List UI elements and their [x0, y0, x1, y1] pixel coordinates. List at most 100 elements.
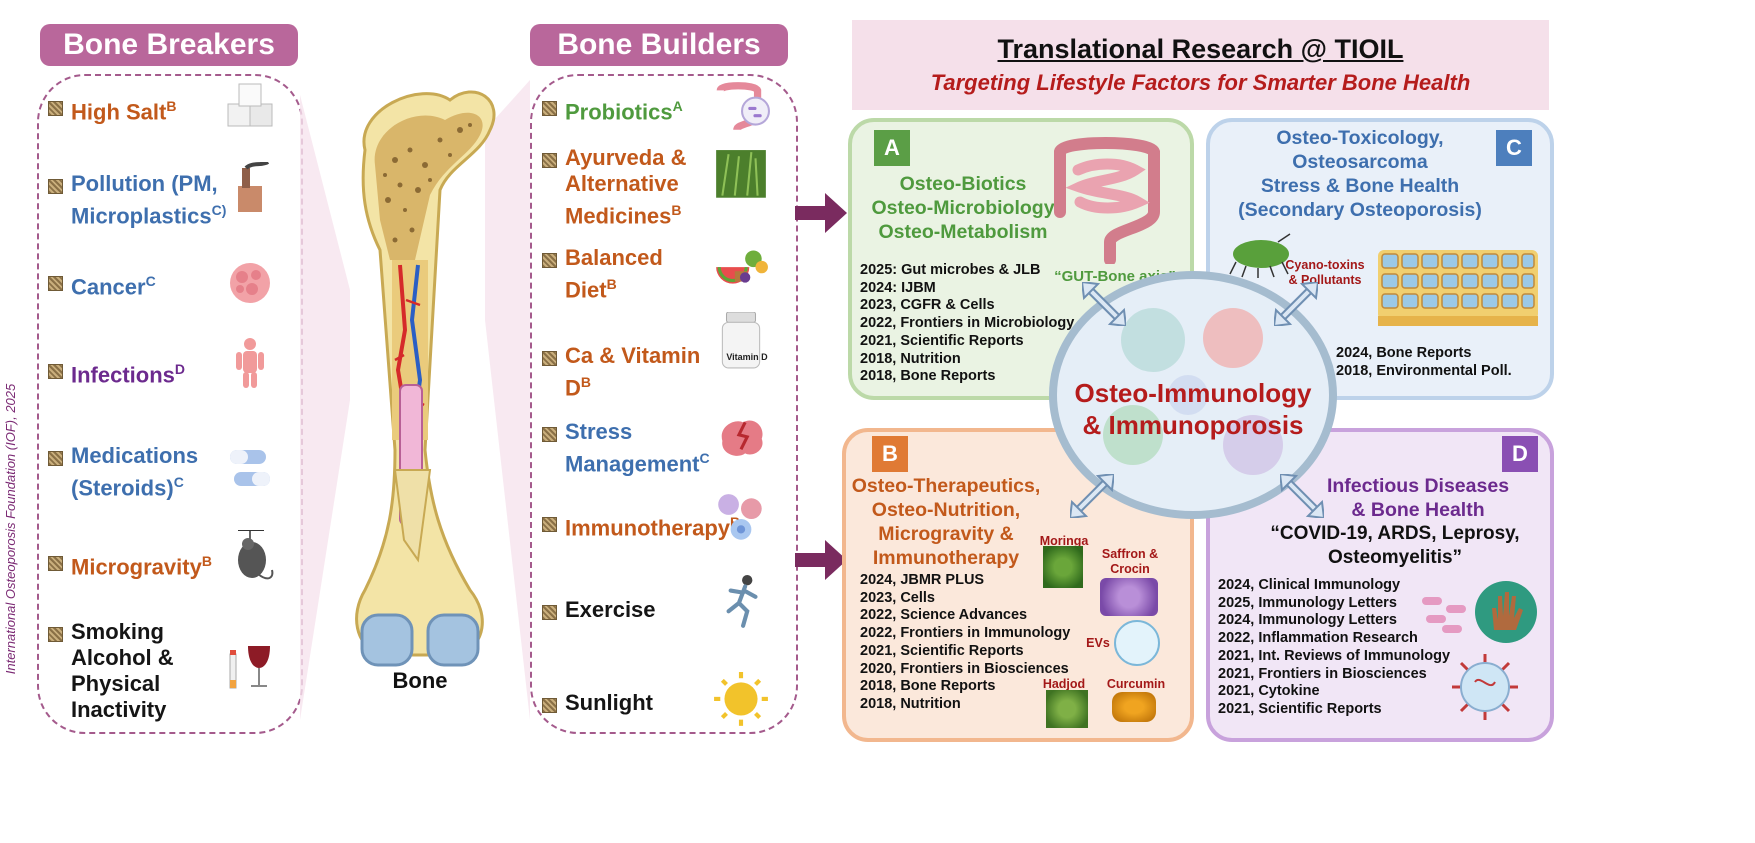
bone-breakers-panel [37, 74, 303, 734]
saffron-flower-icon [1100, 578, 1158, 616]
double-arrow-c [1274, 282, 1318, 326]
breaker-item: CancerC [48, 268, 216, 300]
breaker-item: Pollution (PM, MicroplasticsC) [48, 171, 226, 229]
builder-item-label: Sunlight [565, 690, 653, 715]
bullet-icon [542, 153, 557, 168]
panel-a-reference: 2018, Nutrition [860, 350, 961, 367]
panel-d-reference: 2024, Immunology Letters [1218, 612, 1397, 629]
pill-bottle-icon [721, 312, 761, 369]
panel-a-reference: 2021, Scientific Reports [860, 332, 1024, 349]
curcumin-label: Curcumin [1106, 677, 1166, 691]
builder-item-label: Exercise [565, 597, 656, 622]
double-arrow-d [1280, 474, 1324, 518]
hadjod-plant-icon [1046, 690, 1088, 728]
panel-b-reference: 2018, Nutrition [860, 695, 961, 712]
breaker-item-label: Smoking Alcohol & Physical Inactivity [71, 619, 174, 722]
panel-d-title-line: & Bone Health [1351, 499, 1485, 521]
breaker-item-superscript: D [174, 361, 186, 377]
builder-item-superscript: B [671, 202, 682, 218]
herb-icon [716, 150, 766, 198]
panel-b-title-line: Osteo-Nutrition, [871, 499, 1021, 521]
bone-illustration [300, 80, 530, 720]
panel-a-title-line: Osteo-Biotics [899, 173, 1027, 195]
panel-b-title-line: Microgravity & [878, 523, 1014, 545]
panel-b-reference: 2018, Bone Reports [860, 678, 996, 695]
breaker-item: Medications (Steroids)C [48, 443, 216, 501]
breaker-item-label: InfectionsD [71, 361, 186, 388]
side-caption: International Osteoporosis Foundation (I… [3, 383, 18, 675]
panel-c-reference: 2018, Environmental Poll. [1336, 362, 1512, 379]
moringa-leaf-icon [1043, 546, 1083, 588]
brain-icon [721, 420, 763, 456]
builder-item-superscript: B [606, 276, 617, 292]
breaker-item: InfectionsD [48, 356, 216, 388]
factory-icon [238, 162, 270, 212]
evs-vesicle-icon [1114, 620, 1160, 666]
breaker-item-superscript: C [173, 474, 184, 490]
bullet-icon [48, 276, 63, 291]
panel-d-reference: 2021, Frontiers in Biosciences [1218, 665, 1427, 682]
bullet-icon [48, 556, 63, 571]
builder-item: Sunlight [542, 690, 712, 716]
breaker-item-superscript: C [145, 273, 156, 289]
breaker-item-superscript: B [166, 98, 177, 114]
leprosy-hand-icon [1475, 581, 1537, 643]
bullet-icon [48, 451, 63, 466]
bullet-icon [542, 101, 557, 116]
bone-label: Bone [392, 668, 448, 693]
panel-a-reference: 2024: IJBM [860, 279, 936, 296]
panel-d-reference: 2021, Scientific Reports [1218, 700, 1382, 717]
panel-c-title-line: Stress & Bone Health [1260, 175, 1460, 197]
panel-b-reference: 2022, Science Advances [860, 607, 1028, 624]
bone-cell-layer-icon [1378, 250, 1538, 326]
human-body-icon [236, 338, 264, 388]
bullet-icon [542, 351, 557, 366]
panel-d-reference: 2024, Clinical Immunology [1218, 577, 1401, 593]
panel-d-reference: 2022, Inflammation Research [1218, 630, 1418, 647]
panel-d-reference: 2021, Cytokine [1218, 683, 1320, 700]
builder-item: Balanced DietB [542, 245, 712, 303]
bullet-icon [48, 179, 63, 194]
panel-b-reference: 2020, Frontiers in Biosciences [860, 660, 1069, 677]
panel-a-reference: 2022, Frontiers in Microbiology [860, 315, 1075, 332]
panel-b-title-line: Immunotherapy [872, 547, 1020, 569]
sun-icon [714, 672, 768, 726]
breaker-item-label: CancerC [71, 273, 156, 300]
bullet-icon [542, 427, 557, 442]
panel-a-letter: A [874, 130, 910, 166]
panel-c-letter: C [1496, 130, 1532, 166]
panel-b-title-line: Osteo-Therapeutics, [851, 475, 1041, 497]
hadjod-label: Hadjod [1042, 677, 1086, 691]
center-title-line1: Osteo-Immunology [1074, 378, 1312, 408]
builder-item-label: Balanced DietB [565, 245, 663, 303]
center-title-line2: & Immunoporosis [1082, 410, 1304, 440]
bullet-icon [542, 698, 557, 713]
bone-builders-title: Bone Builders [530, 24, 788, 66]
panel-b-title: Osteo-Therapeutics,Osteo-Nutrition,Micro… [846, 474, 1046, 570]
panel-d-quote-line: Osteomyelitis” [1327, 547, 1463, 568]
bullet-icon [48, 364, 63, 379]
breaker-item-label: High SaltB [71, 98, 177, 125]
panel-b-reference: 2022, Frontiers in Immunology [860, 625, 1071, 642]
builder-item: ProbioticsA [542, 93, 712, 125]
panel-d-reference: 2021, Int. Reviews of Immunology [1218, 647, 1451, 664]
panel-d-title-line: Infectious Diseases [1326, 475, 1510, 497]
bullet-icon [542, 253, 557, 268]
builder-item-label: Stress ManagementC [565, 419, 710, 477]
header-title: Translational Research @ TIOIL [997, 34, 1404, 64]
gut-microbe-icon [716, 82, 770, 132]
breaker-item: Smoking Alcohol & Physical Inactivity [48, 619, 216, 723]
double-arrow-b [1070, 474, 1114, 518]
builder-item: Ca & Vitamin DB [542, 343, 712, 401]
panel-b-reference: 2023, Cells [860, 589, 935, 606]
builder-item: Exercise [542, 597, 712, 623]
breaker-item: High SaltB [48, 93, 216, 125]
panel-a-reference: 2025: Gut microbes & JLB [860, 262, 1041, 278]
builder-item-superscript: B [580, 374, 592, 390]
double-arrow-a [1082, 282, 1126, 326]
immune-cells-icon [718, 494, 762, 540]
panel-c-title-line: Osteosarcoma [1292, 151, 1428, 173]
